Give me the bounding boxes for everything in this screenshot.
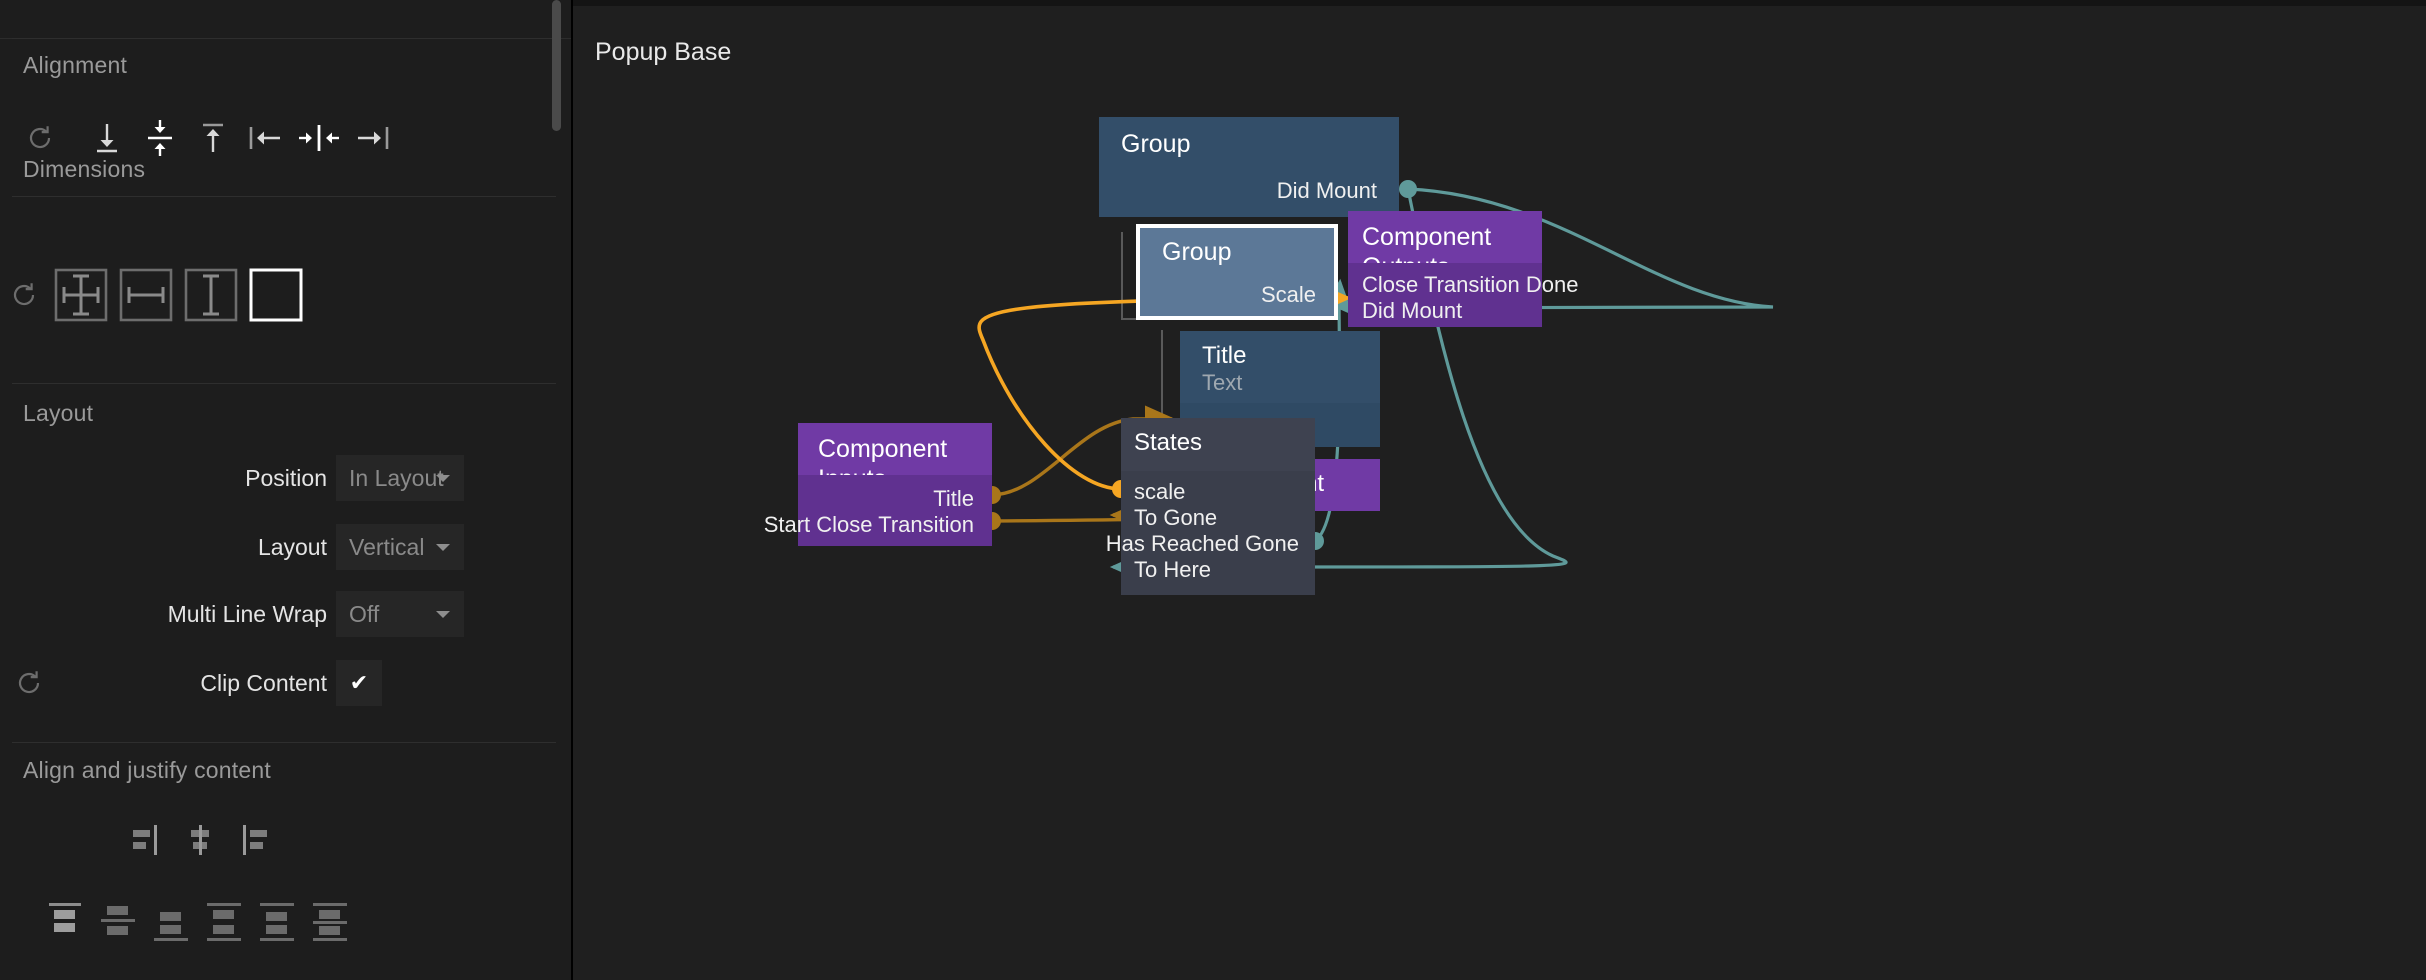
divider	[12, 742, 556, 743]
divider	[12, 196, 556, 197]
justify-space-around-icon[interactable]	[250, 900, 303, 946]
justify-end-icon[interactable]	[144, 900, 197, 946]
size-height-icon[interactable]	[178, 268, 243, 322]
node-group-child-wrapper[interactable]: Group Scale	[1136, 224, 1338, 320]
divider	[12, 38, 556, 39]
align-horizontal-center-icon[interactable]	[292, 122, 345, 154]
port-label-title[interactable]: Title	[933, 486, 974, 511]
multi-line-wrap-value: Off	[349, 600, 380, 627]
justify-center-icon[interactable]	[91, 900, 144, 946]
section-title-layout: Layout	[23, 400, 94, 426]
align-content-start-icon[interactable]	[120, 822, 173, 858]
node-subtitle: Text	[1202, 370, 1243, 396]
position-label: Position	[245, 464, 327, 491]
section-title-dimensions: Dimensions	[23, 156, 146, 182]
justify-start-icon[interactable]	[38, 900, 91, 946]
chevron-down-icon	[436, 475, 450, 482]
align-bottom-icon[interactable]	[80, 120, 133, 156]
port-label-did-mount[interactable]: Did Mount	[1362, 298, 1463, 323]
layout-label: Layout	[257, 533, 327, 560]
tree-line	[1121, 318, 1137, 320]
clip-content-checkbox[interactable]: ✔	[336, 660, 382, 706]
layout-dropdown[interactable]: Vertical	[336, 524, 464, 570]
port-label-scale[interactable]: scale	[1134, 479, 1186, 504]
node-title: Group	[1162, 238, 1232, 266]
layout-value: Vertical	[349, 533, 425, 560]
node-component-outputs[interactable]: Component Outputs Close Transition Done …	[1348, 211, 1578, 327]
chevron-down-icon	[436, 544, 450, 551]
align-vertical-center-icon[interactable]	[133, 118, 186, 158]
node-component-inputs[interactable]: Component Inputs Title Start Close Trans…	[764, 423, 992, 546]
size-width-icon[interactable]	[113, 268, 178, 322]
divider	[12, 383, 556, 384]
reset-icon[interactable]	[14, 668, 44, 698]
port-label-to-here[interactable]: To Here	[1134, 557, 1212, 582]
port-label-to-gone[interactable]: To Gone	[1134, 505, 1218, 530]
multi-line-wrap-dropdown[interactable]: Off	[336, 591, 464, 637]
check-icon: ✔	[349, 670, 369, 695]
position-dropdown[interactable]: In Layout	[336, 455, 464, 501]
page-title: Popup Base	[595, 38, 732, 66]
section-title-align-justify: Align and justify content	[23, 757, 271, 783]
port-label-did-mount[interactable]: Did Mount	[1276, 177, 1377, 203]
port-label-close-transition-done[interactable]: Close Transition Done	[1362, 272, 1579, 297]
port-did-mount-out	[1399, 180, 1417, 198]
node-title: States	[1134, 429, 1203, 456]
justify-space-evenly-icon[interactable]	[303, 900, 356, 946]
align-top-icon[interactable]	[186, 120, 239, 156]
port-label-start-close-transition[interactable]: Start Close Transition	[763, 512, 974, 537]
align-content-center-icon[interactable]	[173, 822, 226, 858]
reset-icon[interactable]	[0, 123, 80, 153]
size-both-icon[interactable]	[48, 268, 113, 322]
multi-line-wrap-label: Multi Line Wrap	[167, 600, 327, 627]
node-title: Component Inputs	[818, 435, 948, 493]
inspector-top-strip	[0, 0, 573, 39]
clip-content-label: Clip Content	[200, 669, 327, 696]
chevron-down-icon	[436, 611, 450, 618]
port-label-scale[interactable]: Scale	[1260, 281, 1316, 307]
justify-space-between-icon[interactable]	[197, 900, 250, 946]
node-title: Group	[1121, 130, 1191, 158]
align-content-end-icon[interactable]	[226, 822, 279, 858]
position-value: In Layout	[349, 464, 444, 491]
align-right-icon[interactable]	[345, 122, 398, 154]
size-fixed-icon[interactable]	[243, 268, 308, 322]
node-graph-canvas[interactable]: Popup Base	[573, 0, 2426, 980]
section-title-alignment: Alignment	[23, 52, 128, 78]
panel-divider[interactable]	[571, 0, 573, 980]
inspector-panel: Alignment Dim	[0, 0, 573, 980]
node-states-box[interactable]: States scale To Gone Has Reached Gone To…	[1106, 418, 1315, 595]
align-left-icon[interactable]	[239, 122, 292, 154]
node-group-root[interactable]: Group Did Mount	[1099, 117, 1399, 217]
port-label-has-reached-gone[interactable]: Has Reached Gone	[1105, 531, 1299, 556]
reset-icon[interactable]	[0, 280, 48, 310]
inspector-scrollbar[interactable]	[552, 0, 561, 131]
node-title: Title	[1202, 342, 1247, 369]
tree-line	[1121, 232, 1123, 320]
canvas-top-edge	[573, 0, 2426, 6]
